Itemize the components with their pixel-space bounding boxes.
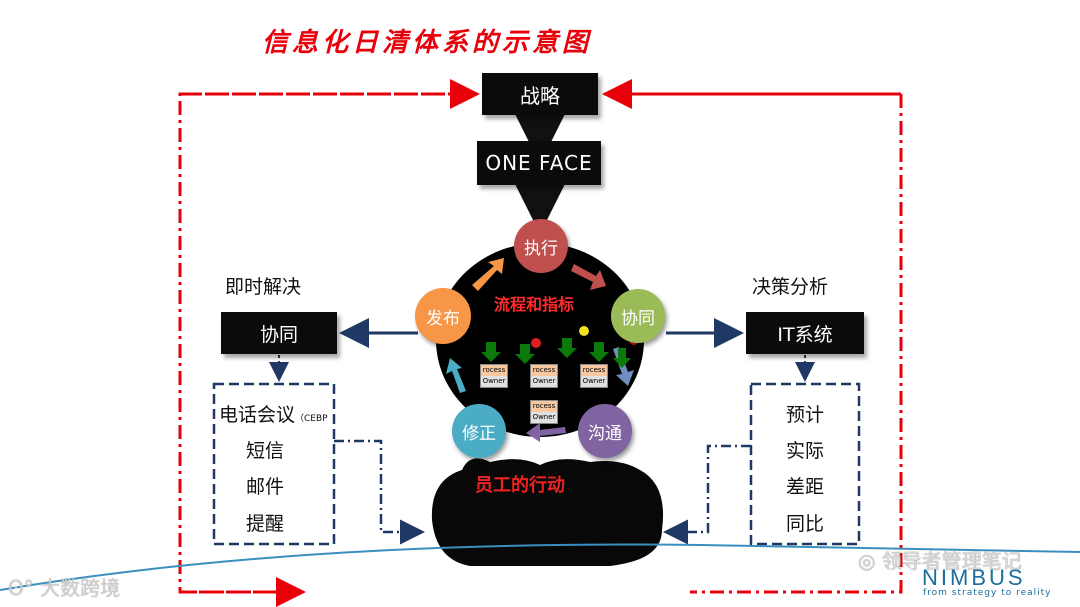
- bottom-curve: [0, 543, 1080, 591]
- metric-arrows: [481, 338, 631, 368]
- staff-action-label: 员工的行动: [475, 475, 565, 496]
- strategy-box: 战略: [482, 73, 598, 115]
- cycle-node-exec: 执行: [514, 219, 568, 273]
- left-list-item-conference: 电话会议（CEBP: [219, 400, 328, 427]
- right-list-item: 同比: [786, 513, 825, 535]
- brand-logo: NIMBUS: [922, 565, 1026, 590]
- conference-label: 电话会议: [219, 404, 296, 426]
- left-list-to-staff: [334, 439, 425, 545]
- one-face-box: ONE FACE: [477, 141, 601, 185]
- cycle-arrow-comm-fix: [526, 423, 566, 442]
- right-list-frame: [749, 382, 861, 546]
- conference-sub: （CEBP: [295, 414, 328, 424]
- cycle-node-publish: 发布: [415, 288, 471, 344]
- watermark-right: ◎ 领导者管理笔记: [858, 549, 1022, 573]
- watermark-logo-icon: ʘ°: [8, 576, 34, 600]
- indicator-dot-red: [531, 338, 541, 348]
- cycle-arrow-fix-publish: [446, 358, 466, 393]
- instant-resolve-label: 即时解决: [225, 276, 302, 298]
- xietong-box: 协同: [221, 312, 337, 354]
- cycle-node-collab: 协同: [611, 289, 665, 343]
- cycle-arrow-publish-exec: [472, 258, 504, 291]
- cycle-node-fix: 修正: [452, 404, 506, 458]
- right-list-to-staff: [663, 444, 751, 545]
- indicator-dot-yellow: [579, 326, 589, 336]
- left-list-item: 短信: [246, 440, 285, 462]
- cycle-arrow-exec-collab: [571, 264, 606, 290]
- right-list-item: 预计: [786, 404, 825, 426]
- right-list-item: 实际: [786, 440, 825, 462]
- watermark-left: ʘ° 大数跨境: [8, 576, 121, 600]
- staff-silhouette: [431, 458, 664, 566]
- left-list-item: 邮件: [246, 476, 285, 498]
- right-list-item: 差距: [786, 476, 825, 498]
- brand-tagline: from strategy to reality: [923, 588, 1052, 598]
- cycle-center-label: 流程和指标: [494, 295, 575, 314]
- page-title: 信息化日清体系的示意图: [262, 28, 593, 58]
- left-list-item: 提醒: [246, 513, 285, 535]
- left-list-frame: [212, 382, 336, 546]
- cycle-node-communicate: 沟通: [578, 404, 632, 458]
- it-system-box: IT系统: [746, 312, 864, 354]
- decision-analysis-label: 决策分析: [752, 276, 829, 298]
- wechat-icon: ◎: [858, 549, 876, 573]
